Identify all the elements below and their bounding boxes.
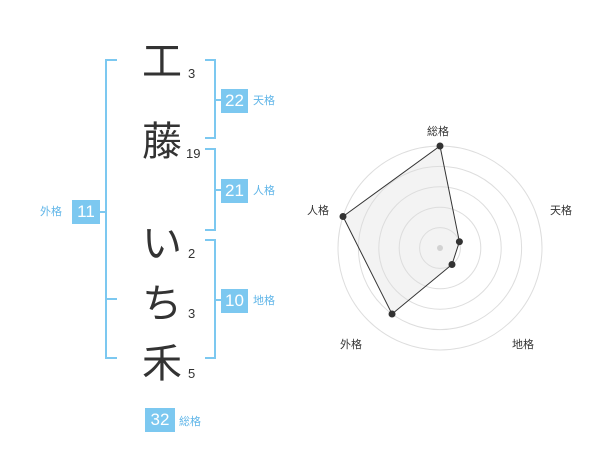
chikaku-bracket (205, 239, 216, 359)
name-char-5: 禾 (142, 341, 182, 387)
name-char-1: 工 (142, 39, 182, 85)
radar-point-5 (339, 212, 347, 220)
radar-ring-3 (378, 186, 502, 310)
stroke-count-5: 5 (188, 366, 196, 381)
radar-point-1 (436, 142, 444, 150)
soukaku-value: 32 (145, 408, 175, 432)
radar-ring-2 (398, 206, 482, 290)
gaikaku-bracket (105, 59, 117, 359)
jinkaku-bracket (205, 148, 216, 231)
chikaku-label: 地格 (253, 294, 275, 307)
radar-label-gaikaku: 外格 (340, 338, 362, 351)
jinkaku-value: 21 (221, 179, 248, 203)
soukaku-label: 総格 (179, 415, 201, 428)
radar-label-tenkaku: 天格 (550, 204, 572, 217)
gaikaku-value: 11 (72, 200, 100, 224)
name-char-3: い (142, 221, 182, 267)
tenkaku-label: 天格 (253, 94, 275, 107)
radar-ring-1 (419, 227, 461, 269)
name-char-4: ち (142, 281, 182, 327)
radar-series-area (342, 145, 460, 315)
tenkaku-value: 22 (221, 89, 248, 113)
radar-point-3 (448, 261, 456, 269)
jinkaku-label: 人格 (253, 184, 275, 197)
chikaku-value: 10 (221, 289, 248, 313)
stroke-count-1: 3 (188, 66, 196, 81)
stroke-count-2: 19 (186, 146, 201, 161)
radar-label-jinkaku: 人格 (307, 204, 329, 217)
tenkaku-bracket (205, 59, 216, 139)
stroke-count-3: 2 (188, 246, 196, 261)
radar-label-chikaku: 地格 (512, 338, 534, 351)
gaikaku-label: 外格 (40, 205, 62, 218)
name-char-2: 藤 (142, 119, 182, 165)
radar-center (437, 245, 443, 251)
radar-label-soukaku: 総格 (427, 125, 449, 138)
stroke-count-4: 3 (188, 306, 196, 321)
radar-point-4 (388, 310, 396, 318)
radar-chart (337, 142, 543, 351)
radar-point-2 (455, 238, 463, 246)
